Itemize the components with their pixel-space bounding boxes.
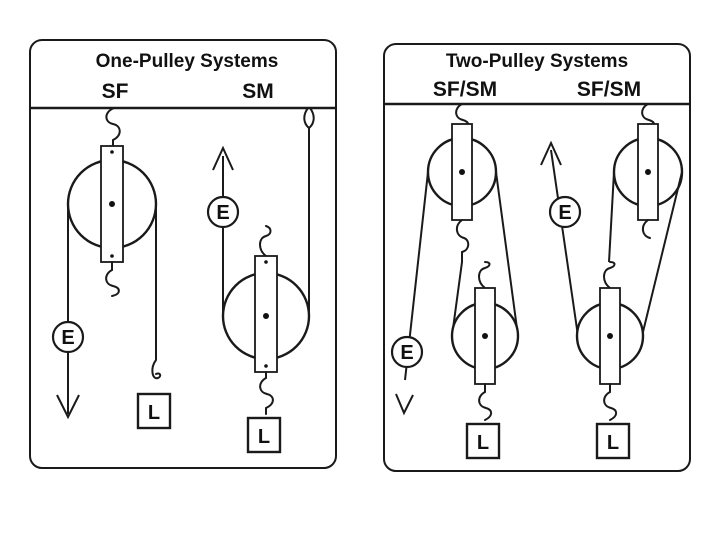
load-label: L [607, 432, 619, 454]
down-arrow-icon [395, 393, 414, 416]
top-hook-icon [105, 107, 121, 147]
tackle-rope [641, 171, 683, 337]
system-label-left: SF/SM [433, 78, 497, 101]
movable-pulley-sm: E L [206, 107, 315, 454]
load-label: L [258, 426, 270, 448]
axle-dot [645, 169, 651, 175]
lower-top-hook-icon [603, 261, 616, 289]
load-hook-icon [151, 359, 162, 380]
load-box [465, 422, 501, 460]
bottom-hook-icon [603, 383, 618, 421]
tackle-rope [608, 171, 615, 263]
two-pulley-panel: Two-Pulley Systems SF/SM SF/SM E L [383, 43, 691, 472]
up-arrow-icon [540, 140, 562, 166]
bottom-hook-icon [105, 261, 120, 297]
fixed-pulley-sf: E L [51, 107, 172, 430]
axle-dot [459, 169, 465, 175]
effort-label: E [558, 202, 571, 224]
effort-label: E [400, 342, 413, 364]
axle-dot [109, 201, 115, 207]
system-label-right: SF/SM [577, 78, 641, 101]
load-label: L [148, 402, 160, 424]
panel-frame [29, 39, 337, 469]
load-label: L [477, 432, 489, 454]
bottom-hook-icon [259, 371, 274, 415]
tackle-rope [495, 171, 519, 337]
down-arrow-icon [56, 394, 80, 420]
axle-dot [263, 313, 269, 319]
one-pulley-panel: One-Pulley Systems SF SM E L [29, 39, 337, 469]
block-and-tackle-right: E L [540, 103, 684, 460]
panel-title: One-Pulley Systems [96, 51, 279, 72]
load-box [136, 392, 172, 430]
load-box [595, 422, 631, 460]
block-and-tackle-left: E L [390, 103, 520, 460]
load-box [246, 416, 282, 454]
panel-title: Two-Pulley Systems [446, 51, 628, 72]
effort-marker [390, 335, 424, 369]
system-label-sf: SF [102, 80, 129, 103]
top-hook-icon [259, 225, 272, 257]
effort-marker [51, 320, 85, 354]
axle-dot [607, 333, 613, 339]
effort-rope [550, 149, 579, 337]
axle-dot [482, 333, 488, 339]
up-arrow-icon [212, 145, 234, 171]
effort-marker [206, 195, 240, 229]
connector-hook-icon [642, 219, 651, 239]
effort-label: E [61, 327, 74, 349]
bottom-hook-icon [478, 383, 493, 421]
connector-hook-icon [456, 219, 470, 263]
effort-label: E [216, 202, 229, 224]
lower-top-hook-icon [478, 261, 491, 289]
effort-marker [548, 195, 582, 229]
system-label-sm: SM [242, 80, 274, 103]
